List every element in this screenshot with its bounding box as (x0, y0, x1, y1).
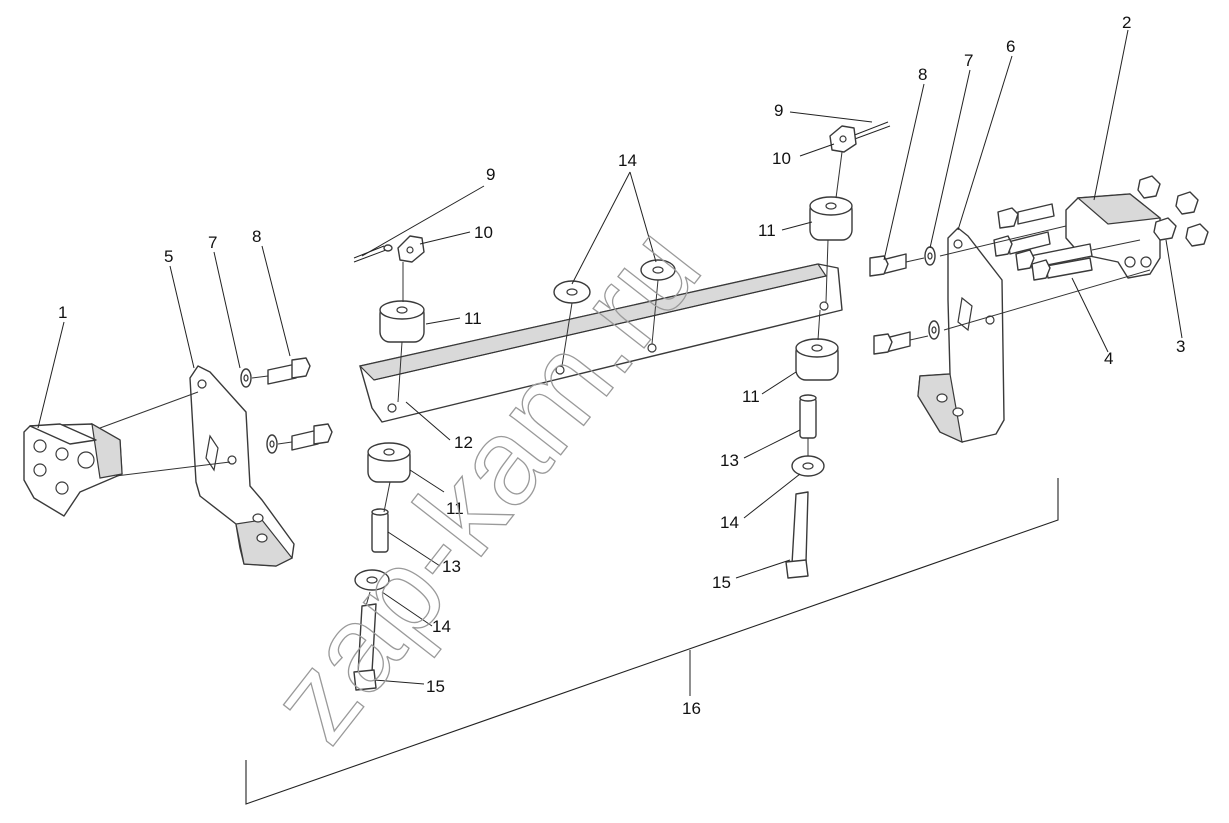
callout-3: 3 (1176, 337, 1185, 356)
callout-7-right: 7 (964, 51, 973, 70)
assembly-axis-lines (99, 151, 1151, 607)
callout-8-right: 8 (918, 65, 927, 84)
left-cotter-pin (353, 244, 393, 263)
callout-2: 2 (1122, 13, 1131, 32)
part-4-bolts (993, 203, 1093, 281)
left-castle-nut (397, 235, 425, 263)
callout-10-left: 10 (474, 223, 493, 242)
right-long-bolt (785, 491, 809, 579)
callout-6: 6 (1006, 37, 1015, 56)
right-rubber-bushing-upper (809, 196, 853, 241)
callout-11-b: 11 (446, 499, 464, 518)
leader-lines (37, 29, 1183, 685)
part-6-right-bracket (917, 227, 1005, 444)
part-1-mount-block (23, 422, 123, 517)
assembly-bracket-16 (245, 478, 1059, 805)
callout-8-left: 8 (252, 227, 261, 246)
callout-12: 12 (454, 433, 473, 452)
right-washer-upper (924, 246, 936, 266)
part-12-channel-beam (358, 263, 843, 423)
callout-14-left: 14 (432, 617, 451, 636)
right-spacer-sleeve (799, 394, 817, 439)
callout-14-right: 14 (720, 513, 739, 532)
right-washer-lower (928, 320, 940, 340)
left-flat-washer (354, 569, 390, 591)
right-bolt-upper (869, 253, 907, 277)
watermark: zap-kam.ru (243, 201, 726, 766)
callout-10-right: 10 (772, 149, 791, 168)
callout-9-left: 9 (486, 165, 495, 184)
right-rubber-bushing-lower (795, 338, 839, 381)
callout-16: 16 (682, 699, 701, 718)
part-5-left-bracket (189, 365, 295, 567)
left-rubber-bushing-upper (379, 300, 425, 343)
right-cotter-pin (851, 121, 891, 141)
left-washer-upper (240, 368, 252, 388)
left-bolt-upper (267, 357, 311, 385)
callout-11-a: 11 (464, 309, 482, 328)
callout-1: 1 (58, 303, 67, 322)
right-flat-washer (791, 455, 825, 477)
callout-14-top: 14 (618, 151, 637, 170)
part-2-mount-block (1065, 193, 1162, 279)
callout-numbers: 1 5 7 8 9 10 11 12 11 13 14 15 14 9 10 1… (58, 13, 1185, 718)
callout-7-left: 7 (208, 233, 217, 252)
right-castle-nut (829, 125, 857, 153)
callout-4: 4 (1104, 349, 1113, 368)
part-3-nuts (1137, 175, 1209, 247)
callout-5: 5 (164, 247, 173, 266)
callout-11-c: 11 (758, 221, 776, 240)
callout-13-left: 13 (442, 557, 461, 576)
callout-11-d: 11 (742, 387, 760, 406)
callout-15-right: 15 (712, 573, 731, 592)
left-rubber-bushing-lower (367, 442, 411, 483)
callout-9-right: 9 (774, 101, 783, 120)
callout-15-left: 15 (426, 677, 445, 696)
left-bolt-lower (291, 423, 333, 451)
left-washer-lower (266, 434, 278, 454)
right-bolt-lower (873, 331, 911, 355)
callout-13-right: 13 (720, 451, 739, 470)
left-long-bolt (353, 603, 377, 691)
